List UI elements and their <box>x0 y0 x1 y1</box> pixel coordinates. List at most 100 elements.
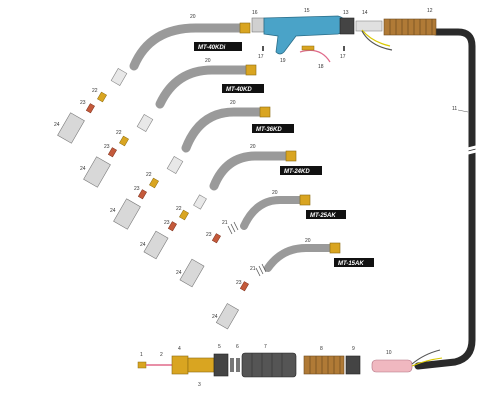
nozzle-r1 <box>57 112 85 144</box>
consumable-label-r4-23: 23 <box>164 220 170 226</box>
o-ring-b <box>236 358 240 372</box>
neck-nut-mt-40kd <box>245 64 257 76</box>
main-cable <box>414 28 476 370</box>
consumable-label-r2-24: 24 <box>80 166 86 172</box>
label-12: 12 <box>427 8 433 14</box>
consumable-label-r5-23: 23 <box>206 232 212 238</box>
label-14: 14 <box>362 10 368 16</box>
trigger-wiring <box>299 45 331 63</box>
consumable-label-r6-23: 23 <box>236 280 242 286</box>
bottom-label-3: 3 <box>198 382 201 388</box>
model-badge-mt-24kd <box>280 166 322 175</box>
consumable-label-r1-22: 22 <box>92 88 98 94</box>
label-17a: 17 <box>258 54 264 60</box>
tip-holder-r2 <box>119 135 129 147</box>
central-plug-body <box>187 357 215 373</box>
neck-mt-24kd <box>209 151 291 191</box>
nozzle-r2 <box>83 156 111 188</box>
consumable-label-r3-23: 23 <box>134 186 140 192</box>
label-18: 18 <box>318 64 324 70</box>
model-label-mt-40kd: MT-40KD <box>226 87 252 93</box>
neck-label-mt-40kdi: 20 <box>190 14 196 20</box>
neck-mt-40kd <box>155 65 251 109</box>
spring-r6 <box>255 263 267 277</box>
model-badge-mt-40kdi <box>194 42 242 51</box>
diffuser-r2 <box>136 114 154 132</box>
neck-mt-25ak <box>240 196 304 230</box>
bottom-label-8: 8 <box>320 346 323 352</box>
consumable-label-r3-22: 22 <box>146 172 152 178</box>
bottom-label-7: 7 <box>264 344 267 350</box>
tip-holder-r4 <box>179 209 189 221</box>
neck-label-mt-15ak: 20 <box>305 238 311 244</box>
bottom-label-5: 5 <box>218 344 221 350</box>
rear-spring-coils <box>309 356 341 374</box>
model-badge-mt-40kd <box>222 84 264 93</box>
neck-label-mt-40kd: 20 <box>205 58 211 64</box>
contact-tip-r5 <box>211 233 221 244</box>
spring-coils <box>389 19 433 35</box>
wire-liner-end <box>137 361 147 369</box>
consumable-label-r2-22: 22 <box>116 130 122 136</box>
consumable-label-r1-23: 23 <box>80 100 86 106</box>
consumable-label-r5-24: 24 <box>176 270 182 276</box>
consumable-label-r2-23: 23 <box>104 144 110 150</box>
contact-tip-r1 <box>85 103 95 114</box>
diffuser-r4 <box>193 194 207 210</box>
neck-mt-40kdi <box>129 23 245 71</box>
cable-boot <box>371 359 413 373</box>
o-ring-a <box>230 358 234 372</box>
central-plug-collar <box>213 353 229 377</box>
nozzle-r6 <box>215 303 239 330</box>
spring-r5 <box>227 221 239 235</box>
neck-nut-mt-40kdi <box>239 22 251 34</box>
bottom-label-10: 10 <box>386 350 392 356</box>
neck-nut-mt-25ak <box>299 194 311 206</box>
contact-tip-r4 <box>167 221 177 232</box>
rear-handle-grip <box>251 353 283 377</box>
model-badge-mt-36kd <box>252 124 294 133</box>
neck-label-mt-36kd: 20 <box>230 100 236 106</box>
model-label-mt-25ak: MT-25AK <box>310 213 336 219</box>
cable-label-leader <box>457 109 469 113</box>
control-wires-top <box>361 29 393 51</box>
handle-front-sleeve <box>251 17 265 33</box>
consumable-label-r6-24: 24 <box>212 314 218 320</box>
model-label-mt-40kdi: MT-40KDi <box>198 45 226 51</box>
neck-nut-mt-24kd <box>285 150 297 162</box>
neck-mt-36kd <box>181 107 265 153</box>
model-label-mt-24kd: MT-24KD <box>284 169 310 175</box>
consumable-label-r3-24: 24 <box>110 208 116 214</box>
bottom-label-4: 4 <box>178 346 181 352</box>
label-19: 19 <box>280 58 286 64</box>
central-plug-nut <box>171 355 189 375</box>
bottom-label-9: 9 <box>352 346 355 352</box>
model-label-mt-36kd: MT-36KD <box>256 127 282 133</box>
consumable-label-r1-24: 24 <box>54 122 60 128</box>
contact-tip-r3 <box>137 189 147 200</box>
control-wires-bottom <box>411 349 443 367</box>
handle-spring-guard <box>383 18 437 36</box>
neck-mt-15ak <box>264 244 334 272</box>
label-16: 16 <box>252 10 258 16</box>
model-label-mt-15ak: MT-15AK <box>338 261 364 267</box>
handle-rear-nut <box>339 17 355 35</box>
contact-tip-r2 <box>107 147 117 158</box>
rear-handle <box>241 352 297 378</box>
bottom-label-1: 1 <box>140 352 143 358</box>
tip-holder-r1 <box>97 91 107 103</box>
bottom-label-2: 2 <box>160 352 163 358</box>
consumable-label-r6-21: 21 <box>250 266 256 272</box>
screws <box>262 46 345 51</box>
rear-cable-nut <box>345 355 361 375</box>
bottom-label-6: 6 <box>236 344 239 350</box>
model-badge-mt-15ak <box>334 258 374 267</box>
consumable-label-r4-24: 24 <box>140 242 146 248</box>
tip-holder-r3 <box>149 177 159 189</box>
consumable-label-r5-21: 21 <box>222 220 228 226</box>
label-17b: 17 <box>340 54 346 60</box>
handle-adapter <box>355 20 383 32</box>
label-15: 15 <box>304 8 310 14</box>
